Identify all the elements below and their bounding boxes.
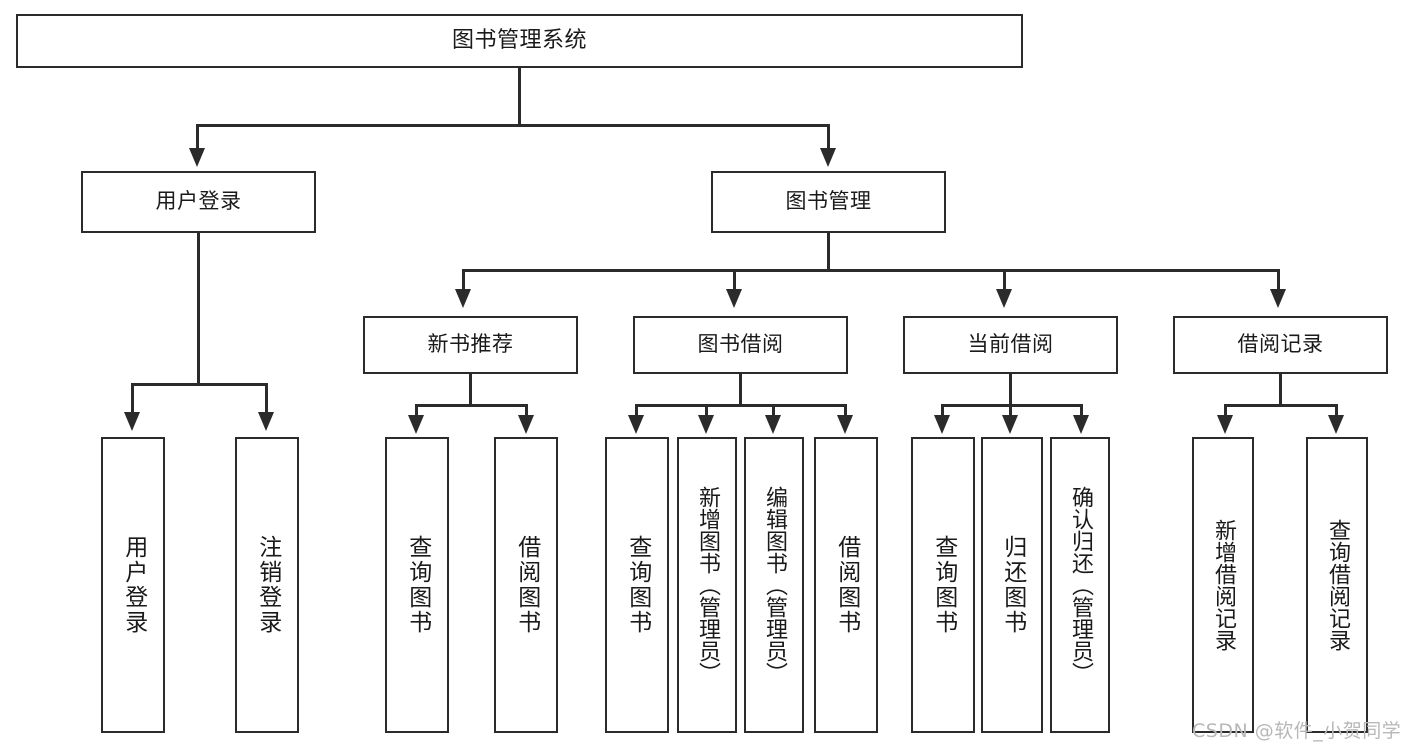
connector-user-login-bus — [131, 383, 268, 386]
node-current-borrow[interactable]: 当前借阅 — [903, 316, 1118, 374]
node-label: 查询借阅记录 — [1325, 519, 1350, 651]
node-label: 图书借阅 — [697, 332, 784, 357]
csdn-watermark: CSDN @软件_小贺同学 — [1192, 720, 1402, 742]
node-label: 图书管理系统 — [451, 27, 587, 53]
arrow-to-leaf-borrow-book-1 — [518, 415, 534, 434]
arrow-to-book-manage — [820, 148, 836, 167]
arrow-to-leaf-borrow-book-2 — [837, 415, 853, 434]
node-label: 编辑图书（管理员） — [762, 486, 787, 684]
connector-book-manage-stem — [827, 233, 830, 271]
leaf-edit-book[interactable]: 编辑图书（管理员） — [744, 437, 804, 733]
connector-current-borrow-bus — [941, 404, 1083, 407]
connector-user-login-drop-1 — [131, 383, 134, 414]
arrow-to-leaf-query-book-3 — [934, 415, 950, 434]
connector-root-drop-2 — [827, 124, 830, 150]
leaf-borrow-book-recommend[interactable]: 借阅图书 — [494, 437, 558, 733]
connector-current-borrow-stem — [1009, 374, 1012, 406]
node-book-borrow[interactable]: 图书借阅 — [633, 316, 848, 374]
connector-book-borrow-stem — [739, 374, 742, 406]
leaf-logout[interactable]: 注销登录 — [235, 437, 299, 733]
node-label: 用户登录 — [120, 535, 147, 635]
connector-borrow-record-drop-1 — [1224, 404, 1227, 418]
node-label: 确认归还（管理员） — [1068, 486, 1093, 684]
leaf-user-login[interactable]: 用户登录 — [101, 437, 165, 733]
arrow-to-book-borrow — [726, 289, 742, 308]
node-label: 查询图书 — [930, 535, 957, 635]
leaf-query-borrow-record[interactable]: 查询借阅记录 — [1306, 437, 1368, 733]
connector-book-manage-drop-1 — [462, 269, 465, 291]
connector-new-book-bus — [415, 404, 528, 407]
connector-root-drop-1 — [196, 124, 199, 150]
node-label: 借阅记录 — [1237, 332, 1324, 357]
connector-new-book-drop-2 — [525, 404, 528, 418]
connector-new-book-drop-1 — [415, 404, 418, 418]
connector-borrow-record-drop-2 — [1335, 404, 1338, 418]
node-label: 注销登录 — [254, 535, 281, 635]
node-label: 图书管理 — [785, 189, 872, 214]
node-label: 归还图书 — [999, 535, 1026, 635]
node-root-system[interactable]: 图书管理系统 — [16, 14, 1023, 68]
connector-book-borrow-bus — [635, 404, 847, 407]
leaf-confirm-return[interactable]: 确认归还（管理员） — [1050, 437, 1110, 733]
node-book-manage[interactable]: 图书管理 — [711, 171, 946, 233]
arrow-to-new-book-recommend — [455, 289, 471, 308]
connector-user-login-drop-2 — [265, 383, 268, 414]
connector-borrow-record-bus — [1224, 404, 1338, 407]
leaf-query-book-recommend[interactable]: 查询图书 — [385, 437, 449, 733]
connector-current-borrow-drop-3 — [1080, 404, 1083, 418]
connector-root-bus — [196, 124, 830, 127]
leaf-add-book[interactable]: 新增图书（管理员） — [677, 437, 737, 733]
arrow-to-current-borrow — [996, 289, 1012, 308]
arrow-to-leaf-query-record — [1328, 415, 1344, 434]
node-label: 新增借阅记录 — [1211, 519, 1236, 651]
connector-book-borrow-drop-3 — [772, 404, 775, 418]
arrow-to-leaf-confirm-return — [1073, 415, 1089, 434]
connector-book-manage-drop-4 — [1277, 269, 1280, 291]
arrow-to-borrow-record — [1270, 289, 1286, 308]
arrow-to-leaf-return-book — [1002, 415, 1018, 434]
node-label: 用户登录 — [155, 189, 242, 214]
leaf-borrow-book[interactable]: 借阅图书 — [814, 437, 878, 733]
connector-new-book-stem — [469, 374, 472, 406]
node-label: 查询图书 — [624, 535, 651, 635]
node-label: 当前借阅 — [967, 332, 1054, 357]
arrow-to-leaf-user-login — [124, 412, 140, 431]
arrow-to-leaf-query-book-1 — [408, 415, 424, 434]
connector-root-stem — [518, 68, 521, 125]
node-label: 查询图书 — [404, 535, 431, 635]
connector-borrow-record-stem — [1279, 374, 1282, 406]
node-label: 借阅图书 — [833, 535, 860, 635]
connector-user-login-stem — [197, 233, 200, 385]
connector-book-manage-bus — [462, 269, 1280, 272]
arrow-to-leaf-add-record — [1217, 415, 1233, 434]
leaf-return-book[interactable]: 归还图书 — [981, 437, 1043, 733]
node-borrow-record[interactable]: 借阅记录 — [1173, 316, 1388, 374]
arrow-to-leaf-query-book-2 — [628, 415, 644, 434]
leaf-query-book-current[interactable]: 查询图书 — [911, 437, 975, 733]
node-new-book-recommend[interactable]: 新书推荐 — [363, 316, 578, 374]
arrow-to-leaf-add-book — [698, 415, 714, 434]
arrow-to-user-login — [189, 148, 205, 167]
arrow-to-leaf-logout — [258, 412, 274, 431]
connector-book-borrow-drop-1 — [635, 404, 638, 418]
connector-current-borrow-drop-2 — [1009, 404, 1012, 418]
connector-book-borrow-drop-2 — [705, 404, 708, 418]
connector-current-borrow-drop-1 — [941, 404, 944, 418]
leaf-add-borrow-record[interactable]: 新增借阅记录 — [1192, 437, 1254, 733]
node-label: 借阅图书 — [513, 535, 540, 635]
node-label: 新书推荐 — [427, 332, 514, 357]
connector-book-borrow-drop-4 — [844, 404, 847, 418]
node-label: 新增图书（管理员） — [695, 486, 720, 684]
connector-book-manage-drop-3 — [1003, 269, 1006, 291]
arrow-to-leaf-edit-book — [765, 415, 781, 434]
connector-book-manage-drop-2 — [733, 269, 736, 291]
leaf-query-book-borrow[interactable]: 查询图书 — [605, 437, 669, 733]
node-user-login[interactable]: 用户登录 — [81, 171, 316, 233]
